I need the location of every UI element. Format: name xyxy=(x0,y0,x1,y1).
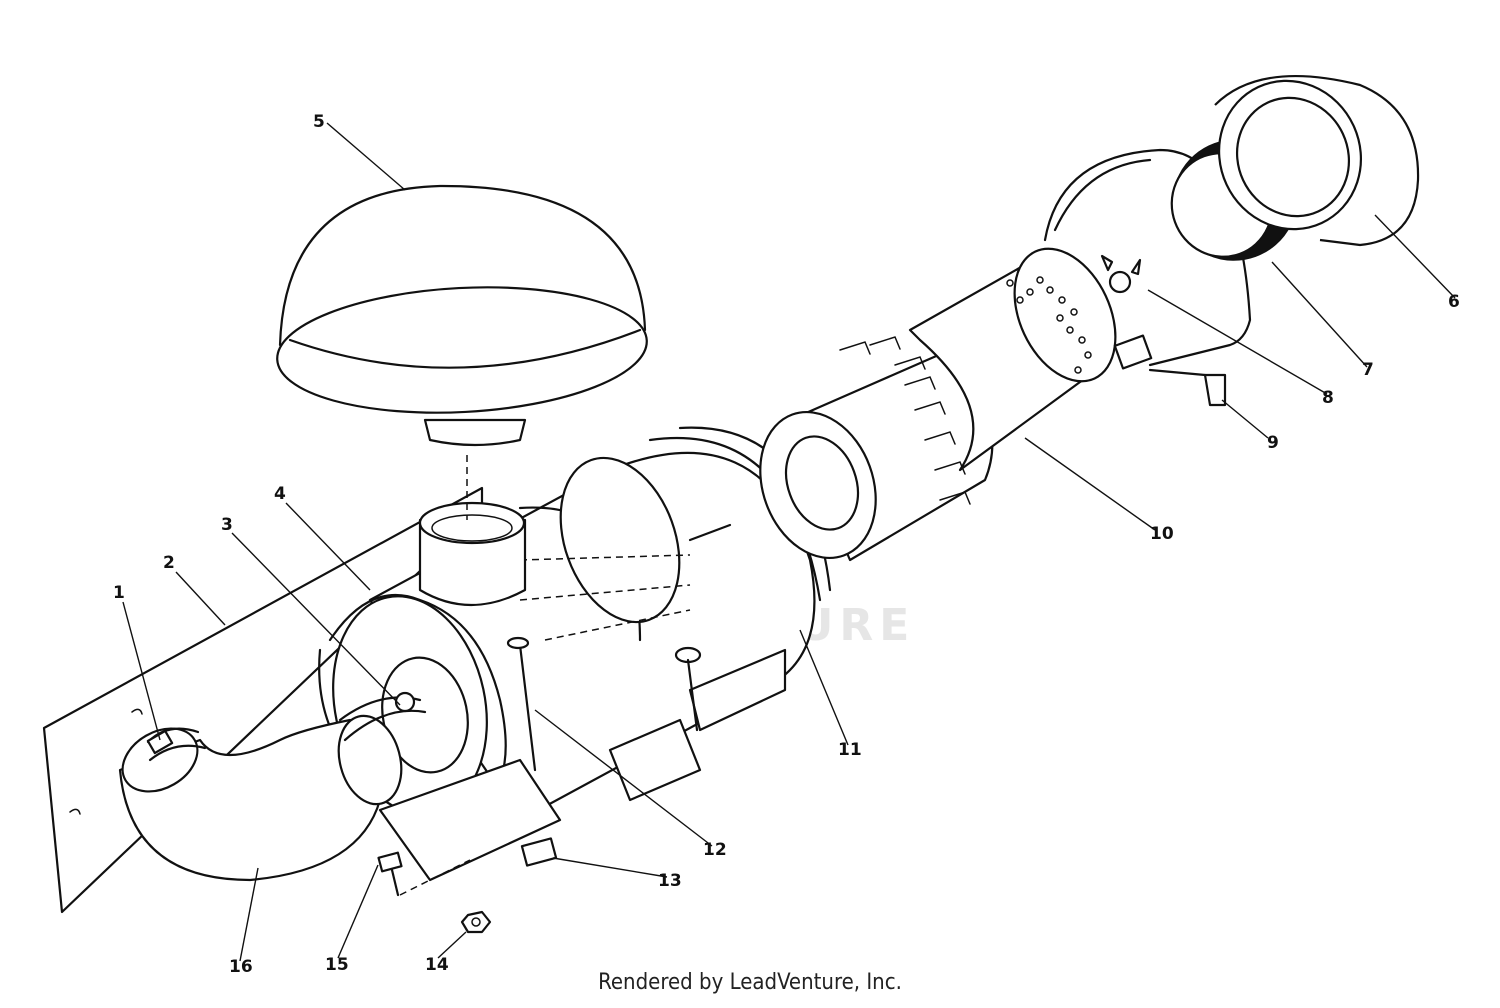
alignment-line-bolt xyxy=(399,859,471,896)
callout-14: 14 xyxy=(425,955,449,975)
side-bolt xyxy=(674,523,732,732)
callout-3: 3 xyxy=(221,515,233,535)
callout-1: 1 xyxy=(113,583,125,603)
callout-8: 8 xyxy=(1322,388,1334,408)
callout-6: 6 xyxy=(1448,292,1460,312)
perforations xyxy=(1006,276,1092,374)
elbow-hose xyxy=(118,714,403,882)
callout-5: 5 xyxy=(313,112,325,132)
precleaner-cap xyxy=(276,184,648,447)
nut-14 xyxy=(460,910,492,934)
leader-lines xyxy=(122,122,1456,962)
wing-nut xyxy=(1100,254,1142,294)
latch-handle xyxy=(1148,368,1227,407)
callout-11: 11 xyxy=(838,740,862,760)
callout-2: 2 xyxy=(163,553,175,573)
bolt-15 xyxy=(377,851,403,897)
callout-labels: 1 2 3 4 5 6 7 8 9 10 11 12 13 14 15 16 xyxy=(113,112,1460,977)
callout-7: 7 xyxy=(1362,360,1374,380)
callout-16: 16 xyxy=(229,957,253,977)
filter-housing-tube xyxy=(908,247,1117,472)
mounting-feet xyxy=(378,648,787,882)
outlet-tube xyxy=(418,501,527,606)
callout-10: 10 xyxy=(1150,524,1174,544)
callout-9: 9 xyxy=(1267,433,1279,453)
screw-12 xyxy=(506,636,537,772)
callout-13: 13 xyxy=(658,871,682,891)
callout-4: 4 xyxy=(274,484,286,504)
callout-12: 12 xyxy=(703,840,727,860)
callout-15: 15 xyxy=(325,955,349,975)
end-cover xyxy=(1214,75,1420,247)
hose-clamps xyxy=(146,691,427,762)
footer-credit: Rendered by LeadVenture, Inc. xyxy=(598,970,902,995)
